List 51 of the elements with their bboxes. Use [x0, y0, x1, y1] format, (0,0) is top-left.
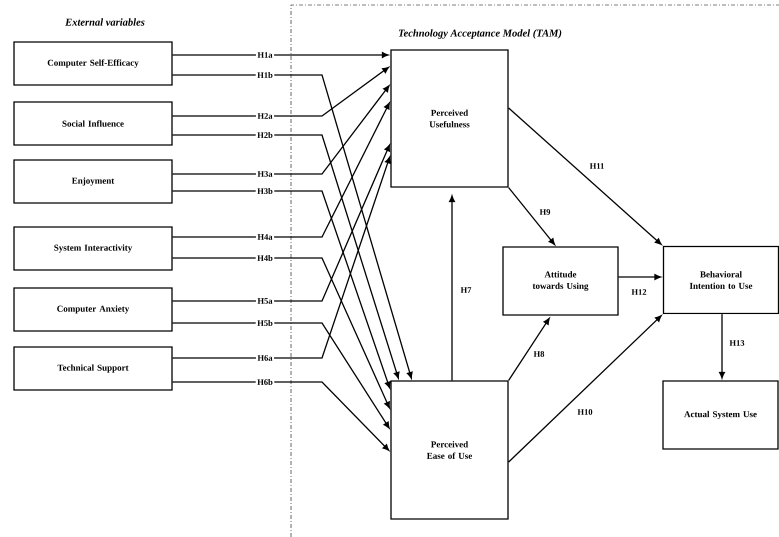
- construct-box: System Interactivity: [13, 226, 173, 271]
- arrow: [719, 314, 725, 379]
- arrow: [172, 257, 390, 408]
- arrow: [172, 156, 391, 359]
- arrow: [172, 134, 400, 379]
- edge-label: H11: [588, 162, 606, 170]
- arrow: [508, 108, 662, 245]
- arrow: [172, 381, 390, 451]
- edge-label: H12: [630, 288, 648, 296]
- arrow: [172, 190, 391, 388]
- construct-box: Perceived Usefulness: [390, 49, 509, 188]
- construct-box: Enjoyment: [13, 159, 173, 204]
- construct-box: Computer Anxiety: [13, 287, 173, 332]
- edge-label: H8: [532, 350, 546, 358]
- edge-label: H4a: [256, 232, 274, 242]
- arrow: [172, 322, 390, 429]
- construct-box: Social Influence: [13, 101, 173, 146]
- construct-box: Attitude towards Using: [502, 246, 619, 316]
- arrow: [172, 102, 390, 238]
- construct-box: Behavioral Intention to Use: [662, 246, 779, 314]
- arrow: [508, 315, 662, 462]
- arrow: [172, 144, 390, 302]
- arrow: [172, 85, 390, 175]
- arrow: [508, 318, 550, 381]
- construct-box: Computer Self-Efficacy: [13, 41, 173, 86]
- construct-box: Technical Support: [13, 346, 173, 391]
- construct-box: Actual System Use: [662, 380, 779, 450]
- group-heading: Technology Acceptance Model (TAM): [398, 29, 562, 39]
- edge-label: H6b: [256, 378, 274, 386]
- edge-label: H5b: [256, 318, 274, 328]
- arrow: [172, 74, 413, 379]
- arrow: [172, 52, 389, 58]
- edge-label: H3b: [256, 186, 274, 196]
- arrow: [172, 66, 390, 117]
- edge-label: H4b: [256, 254, 274, 262]
- construct-box: Perceived Ease of Use: [390, 380, 509, 520]
- group-heading: External variables: [65, 18, 144, 26]
- edge-label: H10: [576, 408, 594, 416]
- edge-label: H6a: [256, 354, 274, 362]
- arrow: [508, 187, 556, 246]
- edge-label: H2a: [256, 112, 274, 120]
- edge-label: H9: [538, 208, 552, 216]
- edge-label: H7: [459, 286, 473, 294]
- edge-label: H13: [728, 338, 746, 348]
- arrow: [449, 195, 455, 380]
- edge-label: H1b: [256, 70, 274, 80]
- edge-label: H3a: [256, 170, 274, 178]
- arrow: [618, 274, 662, 280]
- edge-label: H5a: [256, 296, 274, 306]
- edge-label: H2b: [256, 130, 274, 140]
- edge-label: H1a: [256, 50, 274, 60]
